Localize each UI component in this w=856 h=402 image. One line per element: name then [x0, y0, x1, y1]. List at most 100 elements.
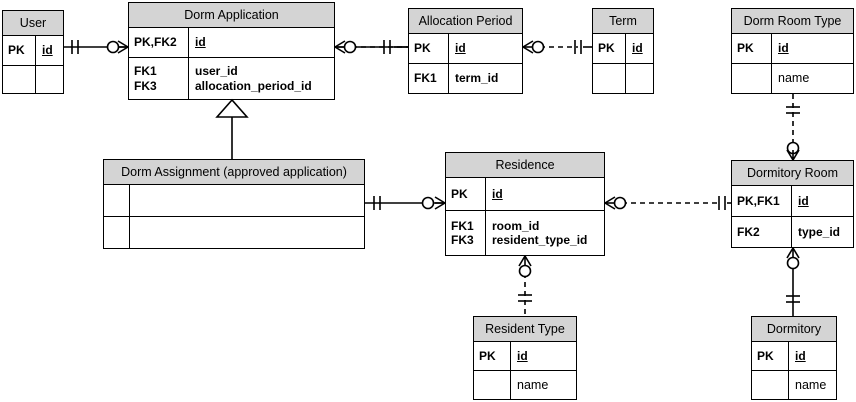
attribute-label: name — [517, 377, 549, 392]
attribute-label: resident_type_id — [492, 233, 588, 247]
attribute-label: user_id — [195, 64, 238, 79]
entity-dorm-assignment[interactable]: Dorm Assignment (approved application) — [103, 159, 365, 249]
attribute-cell: name — [789, 371, 835, 399]
entity-row: FK2 type_id — [732, 217, 853, 247]
entity-row: PK id — [3, 36, 63, 66]
key-label: PK,FK1 — [737, 193, 780, 208]
entity-row: PK id — [732, 34, 853, 64]
entity-title-dorm-application: Dorm Application — [129, 3, 334, 28]
entity-title-user: User — [3, 11, 63, 36]
attribute-cell: id — [772, 34, 852, 63]
entity-row: name — [732, 64, 853, 93]
attribute-label: id — [492, 186, 503, 201]
key-label: PK — [451, 186, 468, 201]
entity-row: name — [752, 371, 836, 399]
entity-title-term: Term — [593, 9, 653, 34]
key-cell — [752, 371, 789, 399]
attribute-label: room_id — [492, 218, 540, 233]
entity-row — [593, 64, 653, 93]
entity-title-residence: Residence — [446, 153, 604, 178]
key-cell — [593, 64, 626, 93]
key-label: FK1 — [414, 71, 437, 86]
attribute-label: id — [795, 348, 806, 363]
attribute-cell: id — [626, 34, 652, 63]
attribute-cell: id — [789, 342, 835, 370]
attribute-cell: name — [511, 371, 575, 399]
key-cell: PK — [732, 34, 772, 63]
key-cell: PK — [474, 342, 511, 370]
key-cell: PK — [752, 342, 789, 370]
attribute-label: id — [632, 41, 643, 56]
entity-row — [104, 185, 364, 217]
attribute-cell: id — [36, 36, 62, 65]
entity-row: PK id — [474, 342, 576, 371]
key-label: FK2 — [737, 224, 760, 239]
key-label: PK — [8, 43, 25, 58]
key-label: FK3 — [134, 78, 157, 93]
key-cell — [104, 185, 130, 216]
key-cell: PK — [409, 34, 449, 63]
attribute-cell: name — [772, 64, 852, 93]
entity-row: PK id — [752, 342, 836, 371]
attribute-label: id — [778, 41, 789, 56]
key-cell: PK,FK1 — [732, 186, 792, 216]
key-label: PK — [479, 348, 496, 363]
key-label: PK,FK2 — [134, 35, 177, 50]
key-label: PK — [737, 41, 754, 56]
key-cell — [104, 217, 130, 248]
key-label: FK1 — [451, 218, 474, 233]
key-cell: PK,FK2 — [129, 28, 189, 57]
entity-row: FK1 term_id — [409, 64, 522, 93]
entity-title-allocation-period: Allocation Period — [409, 9, 522, 34]
attribute-label: term_id — [455, 71, 499, 86]
attribute-label: allocation_period_id — [195, 78, 312, 93]
attribute-label: id — [42, 43, 53, 58]
key-label: FK1 — [134, 64, 157, 79]
key-cell — [3, 66, 36, 93]
entity-row: PK id — [446, 178, 604, 211]
key-label: FK3 — [451, 233, 474, 247]
entity-row — [104, 217, 364, 248]
key-cell: PK — [593, 34, 626, 63]
attribute-cell: id — [486, 178, 603, 210]
key-cell: PK — [446, 178, 486, 210]
entity-title-dormitory: Dormitory — [752, 317, 836, 342]
attribute-cell: type_id — [792, 217, 852, 247]
attribute-label: id — [517, 348, 528, 363]
entity-title-resident-type: Resident Type — [474, 317, 576, 342]
entity-row: PK id — [593, 34, 653, 64]
entity-title-dormitory-room: Dormitory Room — [732, 161, 853, 186]
attribute-label: type_id — [798, 224, 841, 239]
key-label: PK — [414, 41, 431, 56]
key-cell: FK2 — [732, 217, 792, 247]
entity-row: name — [474, 371, 576, 399]
